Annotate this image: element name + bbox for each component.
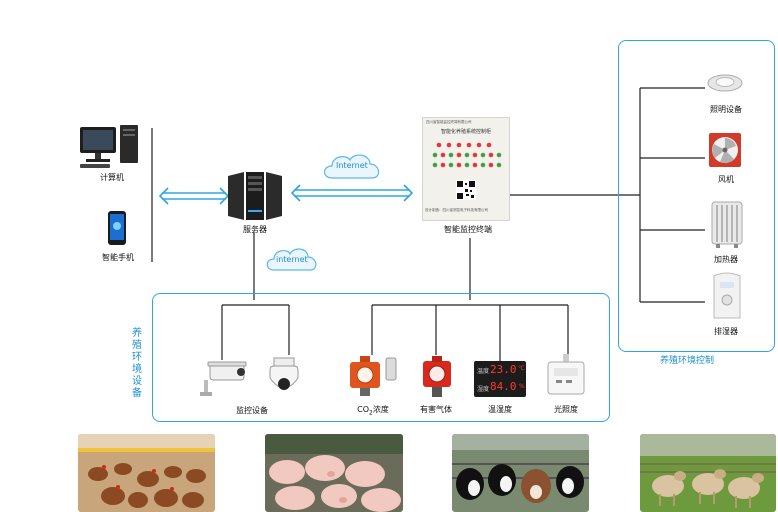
control-item-heater: 加热器: [714, 255, 738, 264]
monitor-group-frame: [152, 293, 610, 422]
light-sensor-icon: [546, 354, 586, 398]
arrow-right-double: [290, 184, 414, 202]
control-item-dehumidifier: 排湿器: [714, 327, 738, 336]
qr-code-icon: [456, 180, 476, 200]
control-group-title: 养殖环境控制: [660, 356, 715, 366]
phone-label: 智能手机: [102, 253, 134, 262]
terminal-title: 智能化养殖系统控制柜: [440, 129, 491, 135]
display-row1-value: 23.0: [490, 363, 517, 376]
server-icon: [226, 170, 284, 222]
display-row2-value: 84.0: [490, 380, 517, 393]
server-label: 服务器: [243, 225, 267, 234]
lighting-icon: [706, 68, 744, 98]
terminal-label: 智能监控终端: [444, 225, 492, 234]
terminal-panel: 四川省智能监控终端有限公司 智能化养殖系统控制柜 设计制造：四川省测控电子科技有…: [422, 117, 510, 221]
computer-icon: [78, 125, 142, 169]
cattle-farm-photo: [452, 434, 589, 512]
arrow-left-double: [158, 187, 230, 205]
fan-icon: [708, 132, 742, 170]
dome-camera-icon: [266, 356, 302, 400]
computer-label: 计算机: [100, 173, 124, 182]
monitor-group-title: 养殖环境设备: [132, 328, 142, 399]
monitor-item-temp-humidity: 温湿度: [488, 405, 512, 414]
display-row1-label: 温度: [477, 368, 490, 375]
display-row2-label: 湿度: [477, 386, 490, 393]
control-group-frame: [618, 40, 775, 352]
terminal-header-small: 四川省智能监控终端有限公司: [426, 120, 472, 124]
phone-icon: [107, 210, 127, 246]
terminal-footer: 设计制造：四川省测控电子科技有限公司: [425, 208, 488, 212]
cloud-icon-bottom: [262, 243, 322, 275]
temp-humidity-display: 温度 23.0 ℃ 湿度 84.0 %: [474, 361, 526, 397]
pig-farm-photo: [265, 434, 403, 512]
display-row1-unit: ℃: [518, 365, 525, 372]
chicken-farm-photo: [78, 434, 215, 512]
control-item-fan: 风机: [718, 175, 734, 184]
control-item-lighting: 照明设备: [710, 105, 742, 114]
cloud-label-bottom: internet: [276, 255, 308, 264]
monitor-item-camera: 监控设备: [236, 406, 268, 415]
cloud-icon-top: [318, 148, 386, 184]
bullet-camera-icon: [198, 358, 248, 398]
cloud-label-top: Internet: [336, 161, 368, 170]
sheep-farm-photo: [640, 434, 776, 512]
monitor-item-light: 光照度: [554, 405, 578, 414]
dehumidifier-icon: [710, 270, 744, 322]
display-row2-unit: %: [519, 383, 525, 390]
heater-icon: [710, 200, 744, 250]
gas-sensor-icon: [420, 355, 454, 399]
co2-sensor-icon: [348, 354, 400, 398]
monitor-item-co2: CO2浓度: [357, 405, 389, 417]
terminal-indicator-lights: [432, 142, 502, 168]
monitor-item-gas: 有害气体: [420, 405, 452, 414]
